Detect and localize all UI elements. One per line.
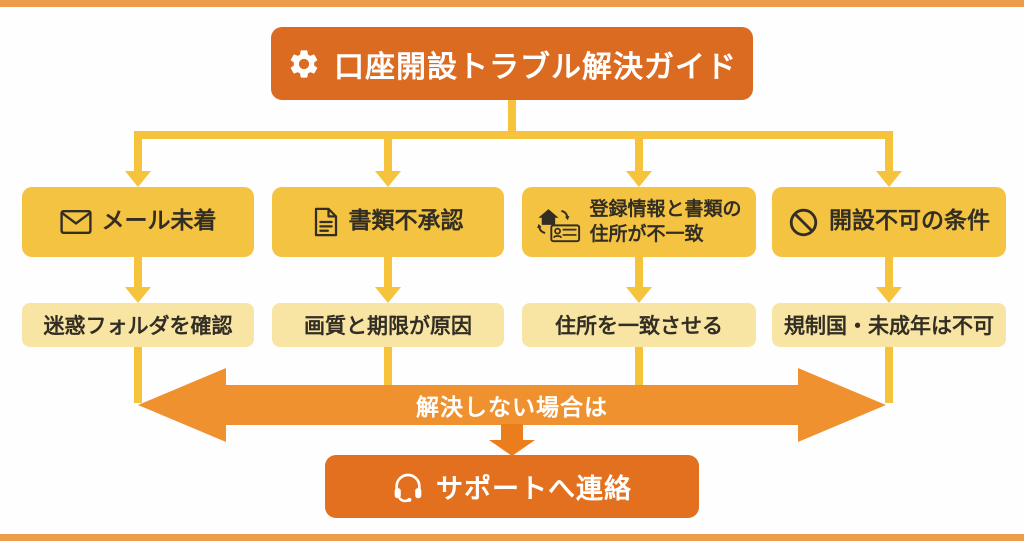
problem-box-document: 書類不承認 bbox=[272, 187, 504, 257]
header-title: 口座開設トラブル解決ガイド bbox=[334, 49, 737, 85]
address-mismatch-icon bbox=[537, 209, 581, 243]
fallback-label: 解決しない場合は bbox=[416, 395, 608, 421]
down-arrow-stem bbox=[501, 424, 523, 440]
solution-label: 迷惑フォルダを確認 bbox=[43, 314, 233, 338]
arrowhead-right bbox=[798, 368, 886, 442]
connector-low-4 bbox=[885, 347, 893, 403]
solution-box-document: 画質と期限が原因 bbox=[272, 303, 504, 347]
headset-icon bbox=[394, 473, 422, 502]
arrow-body bbox=[224, 385, 800, 425]
solution-label: 住所を一致させる bbox=[555, 314, 723, 338]
connector-mid-3 bbox=[635, 257, 643, 287]
mail-icon bbox=[59, 209, 92, 235]
top-border-bar bbox=[0, 0, 1024, 7]
connector-drop-1 bbox=[134, 139, 142, 171]
connector-horizontal-bar bbox=[134, 131, 893, 139]
arrowhead-down-2 bbox=[375, 171, 401, 187]
arrowhead-mid-4 bbox=[876, 287, 902, 303]
prohibited-icon bbox=[789, 208, 818, 236]
connector-low-2 bbox=[384, 347, 392, 395]
arrowhead-down-4 bbox=[876, 171, 902, 187]
solution-box-restricted: 規制国・未成年は不可 bbox=[772, 303, 1006, 347]
down-arrow-head bbox=[489, 440, 535, 456]
arrowhead-down-3 bbox=[626, 171, 652, 187]
solution-label: 規制国・未成年は不可 bbox=[784, 314, 994, 338]
problem-box-prohibited: 開設不可の条件 bbox=[772, 187, 1006, 257]
problem-label: 登録情報と書類の bbox=[589, 198, 742, 221]
connector-header-stem bbox=[508, 100, 516, 139]
connector-mid-4 bbox=[885, 257, 893, 287]
connector-drop-2 bbox=[384, 139, 392, 171]
connector-mid-1 bbox=[134, 257, 142, 287]
arrowhead-down-1 bbox=[125, 171, 151, 187]
gear-icon bbox=[290, 49, 318, 78]
arrowhead-mid-2 bbox=[375, 287, 401, 303]
connector-low-3 bbox=[635, 347, 643, 395]
solution-box-address: 住所を一致させる bbox=[522, 303, 756, 347]
support-label: サポートへ連絡 bbox=[436, 474, 632, 505]
problem-label: メール未着 bbox=[101, 208, 217, 235]
problem-label: 開設不可の条件 bbox=[829, 208, 990, 235]
document-icon bbox=[314, 207, 337, 237]
problem-box-mail: メール未着 bbox=[22, 187, 254, 257]
arrowhead-mid-3 bbox=[626, 287, 652, 303]
solution-box-mail: 迷惑フォルダを確認 bbox=[22, 303, 254, 347]
bottom-border-bar bbox=[0, 534, 1024, 541]
problem-label-line2: 住所が不一致 bbox=[589, 223, 704, 245]
solution-label: 画質と期限が原因 bbox=[304, 314, 472, 338]
connector-drop-4 bbox=[885, 139, 893, 171]
problem-label: 書類不承認 bbox=[348, 208, 464, 235]
connector-drop-3 bbox=[635, 139, 643, 171]
problem-box-address-mismatch: 登録情報と書類の 住所が不一致 bbox=[522, 187, 756, 257]
header-box: 口座開設トラブル解決ガイド bbox=[271, 27, 753, 100]
arrowhead-left bbox=[138, 368, 226, 442]
arrowhead-mid-1 bbox=[125, 287, 151, 303]
support-box: サポートへ連絡 bbox=[325, 455, 699, 518]
fallback-double-arrow: 解決しない場合は bbox=[138, 368, 886, 442]
connector-mid-2 bbox=[384, 257, 392, 287]
